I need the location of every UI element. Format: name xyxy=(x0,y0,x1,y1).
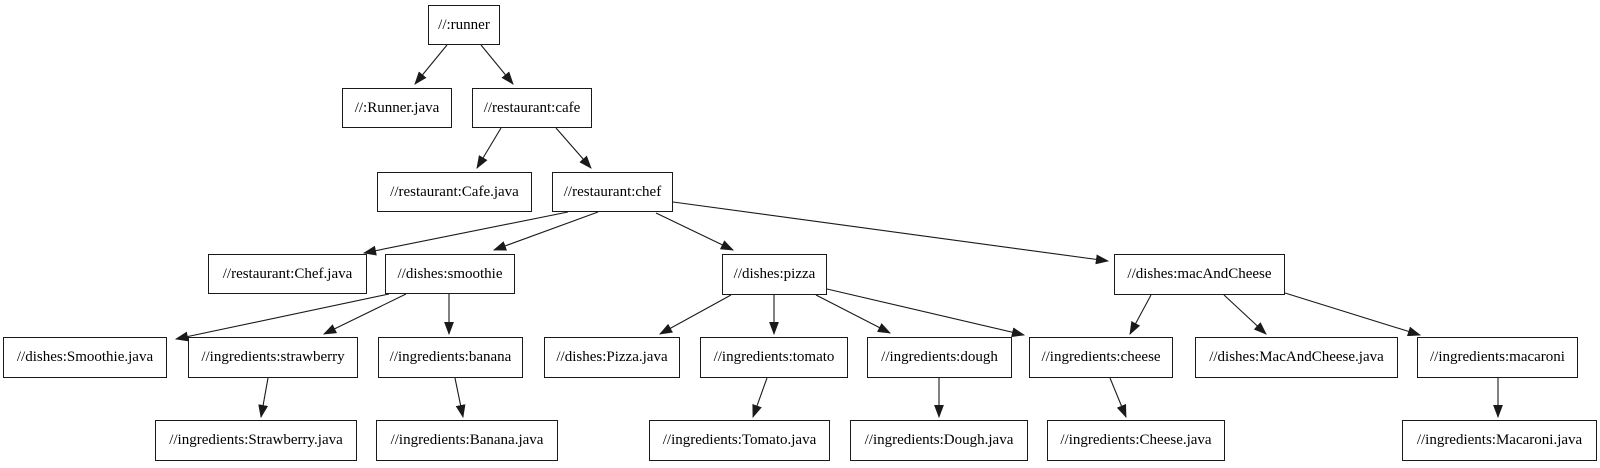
node-tomato-java-label: //ingredients:Tomato.java xyxy=(662,432,817,448)
node-chef-label: //restaurant:chef xyxy=(563,183,662,200)
node-tomato-label: //ingredients:tomato xyxy=(713,349,835,365)
node-macaroni-java: //ingredients:Macaroni.java xyxy=(1402,420,1597,461)
node-banana: //ingredients:banana xyxy=(378,337,523,378)
node-banana-label: //ingredients:banana xyxy=(389,349,512,365)
edge-banana-to-banana-java xyxy=(454,377,466,419)
node-macaroni-java-label: //ingredients:Macaroni.java xyxy=(1416,432,1583,448)
node-pizza-java-label: //dishes:Pizza.java xyxy=(556,349,668,365)
node-strawberry: //ingredients:strawberry xyxy=(188,337,358,378)
node-strawberry-java-label: //ingredients:Strawberry.java xyxy=(169,432,343,448)
node-cafe-label: //restaurant:cafe xyxy=(483,99,581,116)
edge-mac-and-cheese-to-cheese xyxy=(1129,294,1152,335)
edge-mac-and-cheese-to-mac-and-cheese-java xyxy=(1223,294,1267,335)
node-cafe-java: //restaurant:Cafe.java xyxy=(377,172,532,212)
node-cafe-java-label: //restaurant:Cafe.java xyxy=(390,183,519,200)
edge-smoothie-to-strawberry xyxy=(323,293,407,335)
node-mac-and-cheese-label: //dishes:macAndCheese xyxy=(1127,266,1272,282)
edge-pizza-to-dough xyxy=(815,294,891,334)
node-smoothie-java-label: //dishes:Smoothie.java xyxy=(16,349,154,365)
node-dough-java-label: //ingredients:Dough.java xyxy=(864,432,1014,448)
edge-cafe-to-cafe-java xyxy=(476,127,502,169)
node-mac-and-cheese-java: //dishes:MacAndCheese.java xyxy=(1195,337,1398,378)
node-dough-java: //ingredients:Dough.java xyxy=(850,420,1028,461)
node-dough: //ingredients:dough xyxy=(867,337,1012,378)
edge-pizza-to-cheese xyxy=(826,288,1026,338)
edge-mac-and-cheese-to-macaroni xyxy=(1284,292,1422,337)
node-chef-java-label: //restaurant:Chef.java xyxy=(222,265,353,282)
edge-chef-to-chef-java xyxy=(362,211,569,256)
node-smoothie-label: //dishes:smoothie xyxy=(397,265,503,282)
edge-cheese-to-cheese-java xyxy=(1109,377,1127,419)
node-banana-java-label: //ingredients:Banana.java xyxy=(390,432,544,448)
edge-chef-to-smoothie xyxy=(492,211,599,251)
node-runner-java-label: //:Runner.java xyxy=(354,99,440,116)
node-chef: //restaurant:chef xyxy=(552,172,673,212)
node-chef-java: //restaurant:Chef.java xyxy=(208,254,367,294)
node-tomato: //ingredients:tomato xyxy=(700,337,848,378)
edge-chef-to-pizza xyxy=(655,212,734,251)
edge-smoothie-to-smoothie-java xyxy=(174,293,390,342)
edge-tomato-to-tomato-java xyxy=(752,377,768,419)
node-cheese-java: //ingredients:Cheese.java xyxy=(1047,420,1225,461)
edge-runner-to-runner-java xyxy=(414,44,448,85)
edge-strawberry-to-strawberry-java xyxy=(258,377,269,419)
node-cafe: //restaurant:cafe xyxy=(472,88,592,128)
edge-runner-to-cafe xyxy=(480,44,514,85)
node-mac-and-cheese: //dishes:macAndCheese xyxy=(1114,254,1285,295)
node-tomato-java: //ingredients:Tomato.java xyxy=(649,420,830,461)
node-runner-java: //:Runner.java xyxy=(342,88,452,128)
edge-cafe-to-chef xyxy=(555,127,592,169)
node-cheese-java-label: //ingredients:Cheese.java xyxy=(1060,432,1212,448)
node-cheese-label: //ingredients:cheese xyxy=(1041,349,1161,365)
node-smoothie: //dishes:smoothie xyxy=(385,254,515,294)
node-banana-java: //ingredients:Banana.java xyxy=(376,420,558,461)
node-pizza-label: //dishes:pizza xyxy=(733,266,816,282)
node-runner: //:runner xyxy=(428,5,500,45)
node-strawberry-label: //ingredients:strawberry xyxy=(201,349,345,365)
node-mac-and-cheese-java-label: //dishes:MacAndCheese.java xyxy=(1209,349,1384,365)
node-runner-label: //:runner xyxy=(438,16,490,33)
node-dough-label: //ingredients:dough xyxy=(881,349,998,365)
node-pizza-java: //dishes:Pizza.java xyxy=(544,337,680,378)
edge-pizza-to-pizza-java xyxy=(659,294,732,335)
node-macaroni-label: //ingredients:macaroni xyxy=(1430,349,1565,365)
node-macaroni: //ingredients:macaroni xyxy=(1417,337,1578,378)
node-smoothie-java: //dishes:Smoothie.java xyxy=(3,337,167,378)
edge-chef-to-mac-and-cheese xyxy=(672,201,1110,265)
node-cheese: //ingredients:cheese xyxy=(1029,337,1173,378)
node-strawberry-java: //ingredients:Strawberry.java xyxy=(155,420,357,461)
node-pizza: //dishes:pizza xyxy=(722,254,827,295)
